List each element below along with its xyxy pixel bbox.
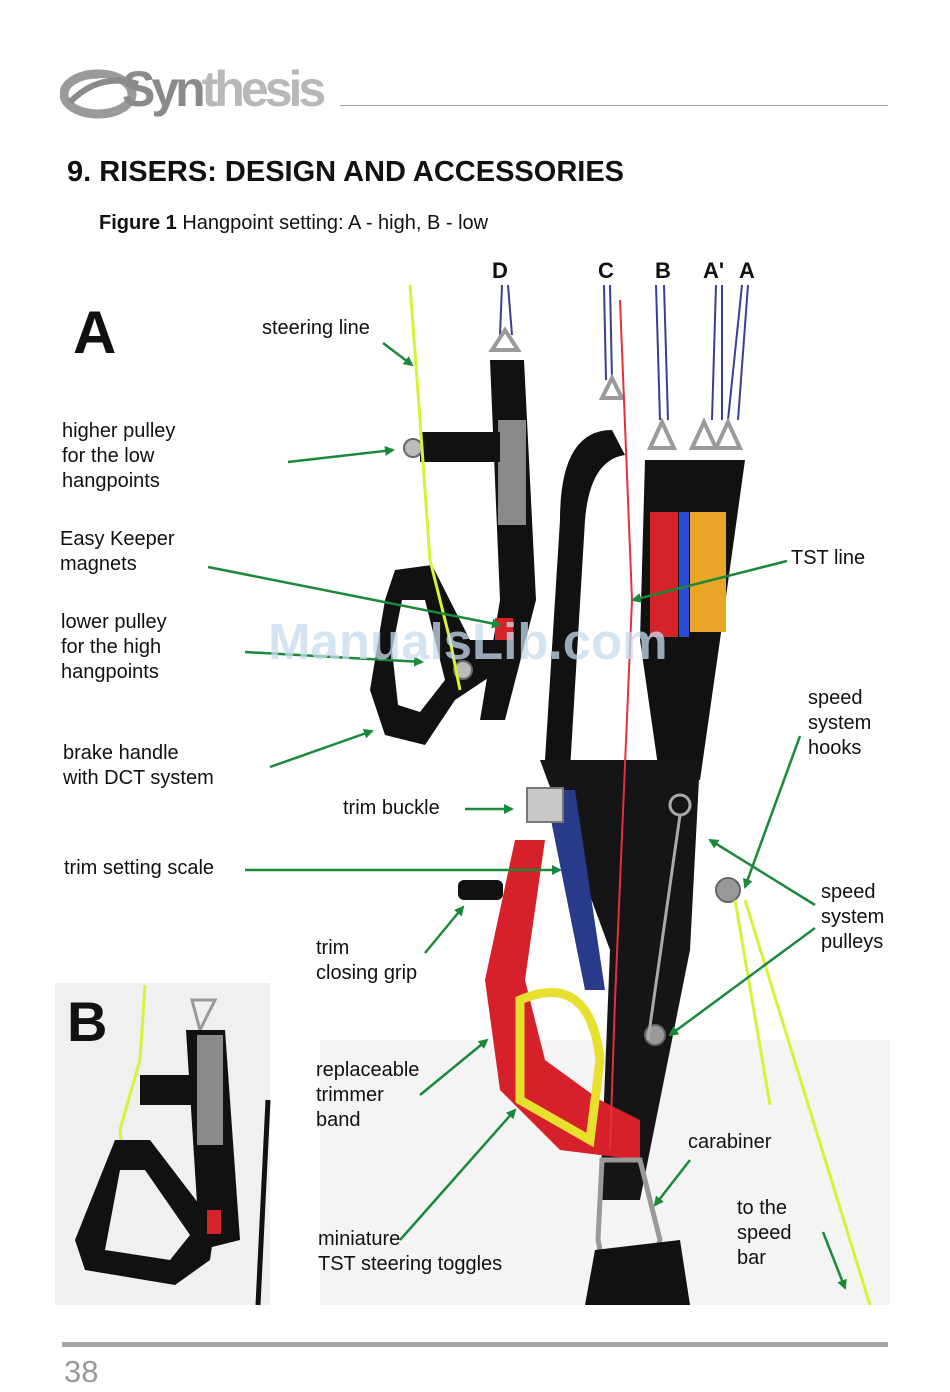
riser-label-d: D	[492, 258, 508, 283]
label-brake-handle: brake handle with DCT system	[63, 742, 214, 789]
harness-bottom	[585, 1240, 690, 1305]
panel-b-label-patch	[197, 1035, 223, 1145]
label-higher-pulley: higher pulley for the low hangpoints	[62, 420, 176, 492]
footer-rule	[62, 1342, 888, 1347]
speed-line-1	[733, 899, 772, 1106]
panel-b-label: B	[67, 990, 108, 1053]
a-prime-blue-band	[679, 512, 689, 637]
label-trim-grip: trim closing grip	[316, 937, 418, 984]
figure-caption-number: Figure 1	[99, 212, 177, 234]
panel-b-maillon	[190, 998, 218, 1035]
speed-pulley-1	[715, 877, 741, 903]
synthesis-logo: Synthesis	[60, 61, 350, 122]
higher-pulley-tab	[420, 432, 500, 462]
panel-b-handle-hole	[105, 1170, 190, 1260]
d-riser-label-patch	[498, 420, 526, 525]
label-trim-buckle: trim buckle	[343, 797, 440, 819]
label-steering-line: steering line	[262, 317, 370, 339]
annotation-arrows	[207, 342, 847, 1290]
section-heading: 9. RISERS: DESIGN AND ACCESSORIES	[67, 156, 625, 188]
label-speed-bar: to the speed bar	[737, 1197, 792, 1269]
speed-line-2	[743, 899, 872, 1306]
maillons	[488, 326, 744, 450]
c-riser	[545, 430, 625, 770]
main-riser	[540, 760, 700, 1200]
tst-toggles	[515, 988, 605, 1148]
trim-setting-scale	[545, 790, 605, 990]
suspension-lines	[499, 284, 749, 421]
steering-line-drawing	[408, 284, 462, 691]
label-tst-toggles: miniature TST steering toggles	[318, 1228, 503, 1275]
lower-pulley	[453, 660, 473, 680]
tst-line-drawing	[609, 299, 634, 1151]
panel-b-magnet	[207, 1210, 221, 1234]
brake-handle-hole	[392, 600, 445, 712]
logo-wordmark: Synthesis	[122, 61, 326, 117]
riser-label-b: B	[655, 258, 671, 283]
panel-b-edge-riser	[255, 1099, 271, 1306]
riser-label-a: A	[739, 258, 755, 283]
b-riser-red-band	[650, 512, 678, 637]
label-carabiner: carabiner	[688, 1131, 772, 1153]
trim-closing-grip	[458, 880, 503, 900]
panel-b-pulley-tab	[140, 1075, 195, 1105]
riser-label-a-prime: A'	[703, 258, 725, 283]
trim-buckle-part	[526, 787, 564, 823]
swirl-logo-icon	[60, 69, 139, 119]
riser-label-c: C	[598, 258, 614, 283]
figure-caption: Figure 1 Hangpoint setting: A - high, B …	[99, 212, 488, 235]
label-speed-hooks: speed system hooks	[808, 687, 872, 759]
label-speed-pulleys: speed system pulleys	[821, 881, 885, 953]
label-trim-scale: trim setting scale	[64, 857, 215, 879]
label-lower-pulley: lower pulley for the high hangpoints	[61, 611, 167, 683]
figure-caption-text: Hangpoint setting: A - high, B - low	[176, 212, 489, 234]
label-tst-line: TST line	[791, 547, 866, 569]
a-riser-yellow-band	[690, 512, 726, 632]
higher-pulley	[403, 438, 423, 458]
speed-line-connector	[646, 814, 682, 1041]
panel-a-label: A	[73, 299, 117, 366]
header-rule	[340, 105, 888, 106]
label-easy-keeper: Easy Keeper magnets	[60, 528, 175, 575]
watermark: ManualsLib.com	[268, 613, 668, 670]
page-number: 38	[64, 1354, 99, 1389]
label-trimmer-band: replaceable trimmer band	[316, 1059, 420, 1131]
